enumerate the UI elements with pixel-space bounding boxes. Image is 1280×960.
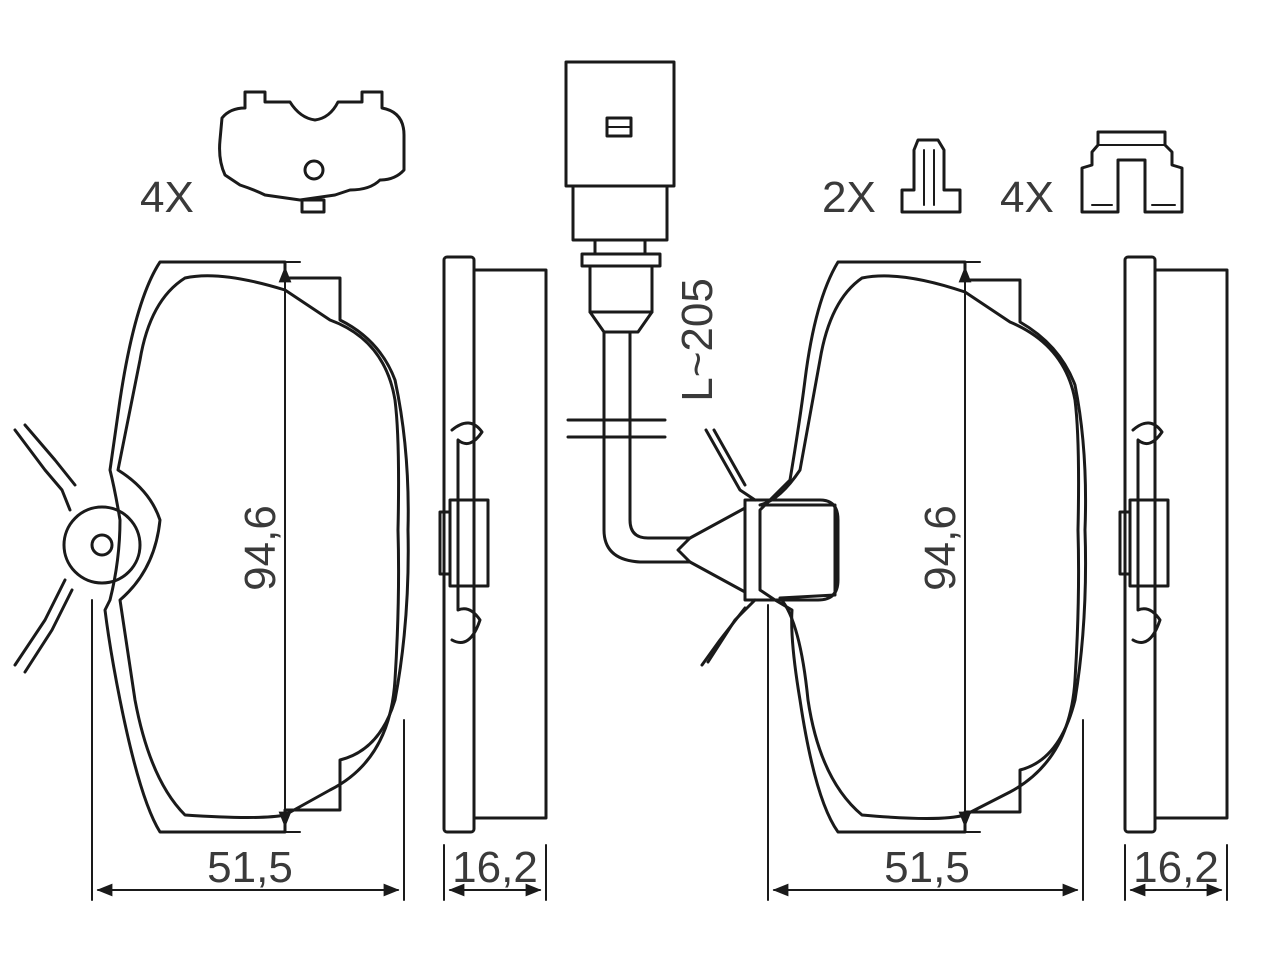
left-pad-height-label: 94,6: [236, 505, 285, 591]
right-pad-side-view: 16,2: [1118, 255, 1229, 901]
right-pad-height-label: 94,6: [916, 505, 965, 591]
right-pad-width-label: 51,5: [884, 843, 970, 892]
left-pad-front-view: 94,6 51,5: [13, 260, 410, 901]
left-pad-side-view: 16,2: [438, 255, 548, 901]
guide-clip-accessory: 4X: [1000, 130, 1184, 222]
guide-clip-qty: 4X: [1000, 173, 1054, 222]
anti-rattle-plate-qty: 4X: [140, 173, 194, 222]
right-pad-thickness-label: 16,2: [1133, 843, 1219, 892]
left-pad-width-label: 51,5: [207, 843, 293, 892]
spring-clip-accessory: 2X: [822, 138, 962, 222]
wear-sensor: L~205: [564, 60, 840, 667]
anti-rattle-plate-accessory: 4X: [140, 90, 406, 222]
right-pad-front-view: 94,6 51,5: [758, 260, 1088, 901]
left-pad-thickness-label: 16,2: [452, 843, 538, 892]
spring-clip-qty: 2X: [822, 173, 876, 222]
wear-sensor-length-label: L~205: [673, 278, 722, 402]
